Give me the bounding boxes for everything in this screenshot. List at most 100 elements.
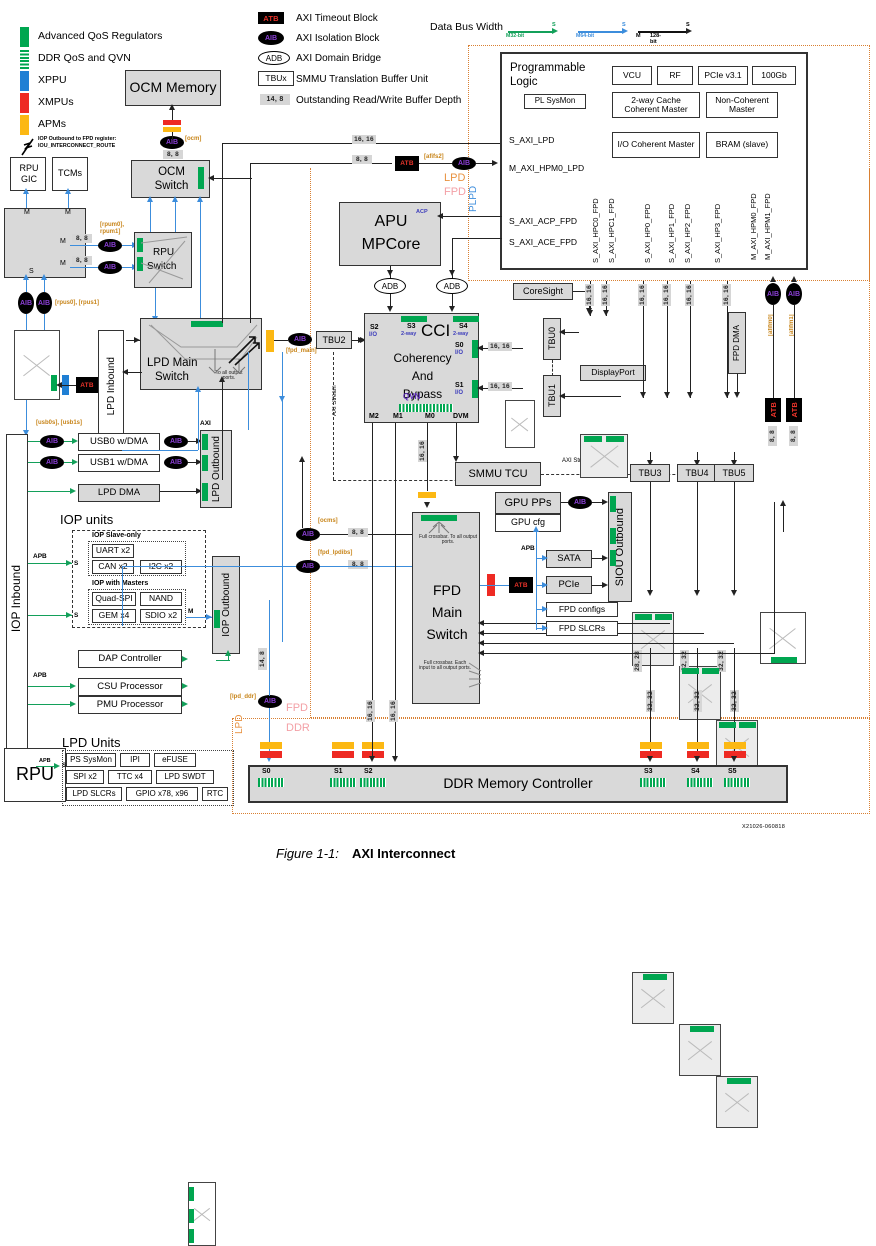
- cci-s3-label: S3: [407, 323, 416, 330]
- cci-dvm-arrow: [453, 456, 459, 462]
- rpu-m0-line: [70, 245, 100, 247]
- ddr-s1-arrow: [369, 756, 375, 762]
- pl-hp2-drop: [690, 281, 692, 398]
- lpd-units-apb-arrow: [54, 763, 60, 769]
- coresight-block: CoreSight: [513, 283, 573, 300]
- cci-s1-arrow: [477, 385, 483, 391]
- ocm-mem-arrow: [169, 104, 175, 110]
- bus-64-arrow: [622, 28, 628, 34]
- fpd-main-switch-block: Full crossbar. To all output ports. FPD …: [412, 512, 482, 704]
- iop-outbound-label: IOP Outbound: [220, 573, 232, 637]
- rpu-switch-qos-1: [137, 257, 143, 271]
- rpu-s-label: S: [29, 268, 34, 275]
- ddr-qvn-s0: [258, 778, 284, 787]
- ddr-apm-s3: [640, 742, 662, 749]
- depth-cci-m0: 16, 16: [418, 440, 427, 462]
- legend-footnote-2: IOU_INTERCONNECT_ROUTE: [38, 143, 116, 149]
- adb0-dn-arrow: [387, 306, 393, 312]
- cci-s1-sub: I/O: [455, 390, 464, 396]
- fpd-in-line-4: [484, 653, 774, 655]
- depth-ocm: 8, 8: [163, 150, 183, 159]
- pl-title-2: Logic: [510, 76, 538, 88]
- usb1-out-arrow: [196, 459, 202, 465]
- depth-hp1: 16, 16: [662, 284, 671, 306]
- lpd-main-switch-block: LPD Main Switch To all output ports.: [140, 318, 262, 390]
- fpd-pcie-link: [480, 585, 510, 587]
- hpm0-arrow: [770, 276, 776, 282]
- atb-arrow-left: [56, 382, 62, 388]
- tbu4-down: [697, 482, 699, 592]
- tcm-arrow: [65, 188, 71, 194]
- acp-link: [441, 216, 502, 218]
- depth-rpu-m0: 8, 8: [72, 234, 92, 243]
- bus-128-arrow: [686, 28, 692, 34]
- depth-hp0: 16, 16: [638, 284, 647, 306]
- rpus1-up: [44, 278, 46, 292]
- gpu-cfg-block: GPU cfg: [495, 514, 561, 532]
- m-axi-hpm0-line: [250, 163, 392, 165]
- bus-32-slave: S: [552, 22, 556, 28]
- iop-inbound-block: IOP Inbound: [6, 434, 28, 764]
- pl-block-rf: RF: [657, 66, 693, 85]
- csu-arrow: [182, 683, 188, 689]
- tbu-icon: TBUx: [258, 71, 294, 86]
- adb1-arrow: [449, 270, 455, 276]
- pl-hpc1-arrow: [603, 310, 609, 316]
- tbu3-link: [650, 452, 652, 464]
- cci-s1-label: S1: [455, 382, 464, 389]
- lpd-inb-blue-h: [122, 566, 296, 568]
- blue-bus-lpd-2: [198, 390, 200, 450]
- legend-footnote-1: IOP Outbound to FPD register:: [38, 136, 117, 142]
- tag-ocms: [ocms]: [318, 518, 338, 524]
- depth-icon: 14, 8: [260, 94, 290, 105]
- tbu1-label: TBU1: [547, 384, 557, 408]
- ddr-s4-line: [697, 648, 699, 760]
- bus-32-arrow: [552, 28, 558, 34]
- apu-mpcore-block: APU MPCore ACP: [339, 202, 441, 266]
- ocm-sw-right: [212, 178, 252, 180]
- cci-s1-port: [472, 380, 478, 398]
- fpd-crossbar-note-2: Full crossbar. Each input to all output …: [419, 660, 471, 672]
- csu-apb: [28, 686, 72, 688]
- ddr-s3-line: [650, 648, 652, 760]
- ace-link: [452, 238, 502, 240]
- bus-64-slave: S: [622, 22, 626, 28]
- tag-rpum-1: [rpum0],: [100, 222, 124, 228]
- ocms-link: [320, 534, 348, 536]
- depth-cci-s1: 16, 16: [488, 382, 512, 391]
- hpm1-arrow: [791, 276, 797, 282]
- adb-0: ADB: [374, 278, 406, 294]
- tcms-block: TCMs: [52, 157, 88, 191]
- hpm-crossbar-qos: [771, 657, 797, 663]
- aib-gpu: AIB: [568, 496, 592, 509]
- hpm1-line: [794, 305, 796, 399]
- fpd-dma-arrow: [734, 392, 740, 398]
- tbu4-crossbar: [679, 666, 721, 720]
- cci-s2-arrow: [358, 337, 364, 343]
- tbu4-xbar-qos-0: [682, 668, 699, 674]
- figure-number: Figure 1-1:: [276, 846, 339, 861]
- apu-label-1: APU: [374, 213, 408, 230]
- rpu-m-label-3: M: [60, 238, 66, 245]
- adb0-arrow: [387, 270, 393, 276]
- pl-hpc0-arrow: [587, 310, 593, 316]
- blue-bus-lpd-2-arrow: [195, 386, 201, 392]
- lightning-slash-icon: [20, 138, 36, 156]
- cci-s0-label: S0: [455, 342, 464, 349]
- pl-port-hp0: S_AXI_HP0_FPD: [643, 203, 652, 263]
- fpdslcr-link: [536, 628, 546, 630]
- lpddma-out: [160, 491, 200, 493]
- ocm-link-2: [172, 132, 174, 140]
- cci-dvm-line: [456, 423, 458, 460]
- cci-m1: M1: [393, 413, 403, 420]
- fpdconf-arrow: [542, 606, 548, 612]
- tbu5-arrow: [731, 460, 737, 466]
- ddr-qvn-s2: [360, 778, 386, 787]
- lower-xbar2-qos: [690, 1026, 714, 1032]
- iop-m-label: M: [188, 608, 194, 615]
- tcm-link: [68, 192, 70, 208]
- aib-afifs2: AIB: [452, 157, 476, 170]
- atb-hpm0-lpd: ATB: [395, 156, 419, 171]
- iop-slave-apb-arrow: [66, 560, 72, 566]
- lpd-units-s: S: [62, 763, 67, 769]
